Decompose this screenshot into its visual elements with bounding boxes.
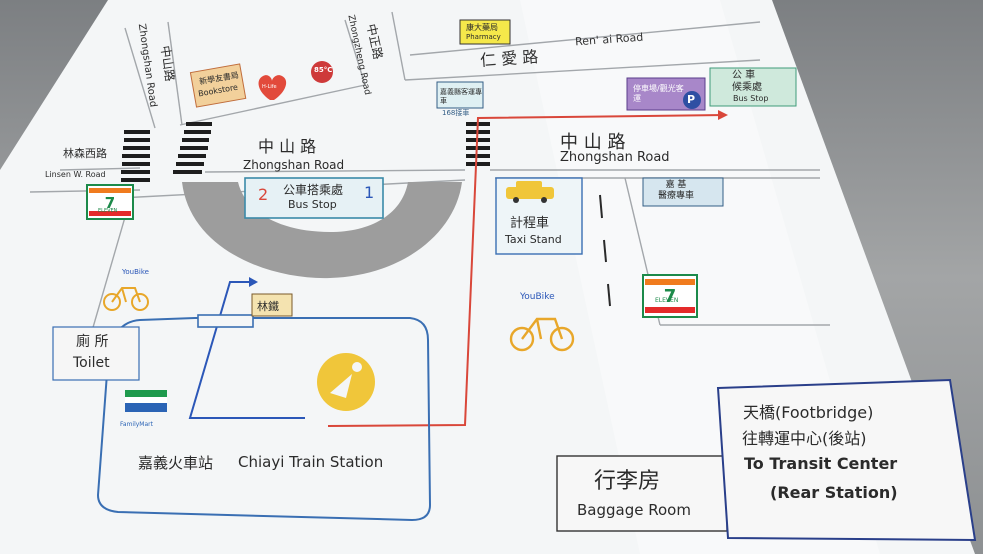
taxi-zh: 計程車 (510, 216, 550, 231)
bookstore-box (189, 63, 247, 108)
bus-stop-right-en: Bus Stop (733, 94, 769, 103)
bus-stop-right-zh: 公 車 候乘處 (732, 70, 762, 93)
linlu-box (251, 293, 293, 317)
youbike-right-icon (509, 317, 575, 352)
route-red-line (327, 114, 726, 427)
lane-dashes (599, 194, 611, 307)
toilet-en: Toilet (73, 355, 110, 371)
bus-stop-center-box (244, 177, 384, 219)
road-zhongshan-main-en-left: Zhongshan Road (243, 158, 345, 172)
route-blue-arrow (249, 277, 258, 287)
transit-box (716, 378, 977, 542)
taxi-en: Taxi Stand (505, 233, 562, 246)
jiaji-bus-box (642, 177, 724, 207)
parking-zh: 停車場/觀光客運 (633, 84, 684, 103)
station-logo-icon (317, 353, 375, 411)
route-168-label: 168接車 (442, 109, 470, 117)
toilet-box (52, 326, 140, 381)
pharmacy-box (459, 19, 511, 45)
seven-eleven-left-icon: 7 (86, 184, 134, 220)
station-zh: 嘉義火車站 (138, 454, 214, 472)
bus-stop-right-box (709, 67, 797, 107)
bus-stop-num-2: 2 (258, 185, 269, 204)
pharmacy-en: Pharmacy (466, 33, 501, 41)
svg-text:7: 7 (105, 194, 115, 212)
seven-right-label: ELEVEN (655, 297, 679, 304)
familymart-icon (125, 390, 167, 412)
seven-eleven-right-icon: 7 (642, 274, 698, 318)
bus-stop-center-zh: 公車搭乘處 (283, 183, 344, 197)
brand-hlife-label: H-Life (262, 84, 277, 90)
roundabout-ring (182, 182, 462, 279)
taxi-icon (506, 181, 554, 203)
road-renai-zh: 仁 愛 路 (479, 46, 539, 71)
jiaji-bus-zh: 嘉 基 醫療專車 (658, 180, 695, 201)
pharmacy-zh: 康大藥局 (466, 23, 498, 32)
road-linsen-en: Linsen W. Road (45, 170, 106, 179)
route-red-arrow (718, 110, 728, 120)
linlu-connector (197, 314, 254, 328)
road-zhongshan-main-zh-left: 中 山 路 (258, 137, 317, 156)
transit-line-1: 天橋(Footbridge) (743, 403, 874, 422)
bus-stop-center-en: Bus Stop (288, 198, 337, 211)
station-en: Chiayi Train Station (238, 453, 384, 471)
hlife-heart-icon (258, 75, 287, 100)
linlu-label: 林鐵 (257, 300, 279, 313)
brand-85-label: 85°C (314, 66, 333, 74)
transit-line-2: 往轉運中心(後站) (742, 429, 867, 448)
road-zhongshan-main-zh-right: 中 山 路 (560, 132, 626, 153)
familymart-label: FamilyMart (120, 421, 153, 428)
chiayi-bus-zh: 嘉義縣客運專車 (440, 88, 482, 105)
parking-symbol: P (687, 93, 696, 106)
youbike-left-icon (103, 287, 149, 311)
youbike-right-label: YouBike (520, 292, 555, 302)
seven-left-label: ELEVEN (98, 208, 118, 214)
parking-icon (683, 91, 701, 109)
transit-line-4: (Rear Station) (770, 483, 898, 502)
baggage-en: Baggage Room (577, 501, 691, 519)
road-zhongshan-main-en-right: Zhongshan Road (560, 150, 670, 165)
chiayi-bus-box (436, 81, 484, 109)
route-blue-line (188, 281, 305, 419)
baggage-zh: 行李房 (594, 469, 661, 494)
brand-85-icon (311, 61, 333, 83)
road-linsen-zh: 林森西路 (63, 147, 107, 160)
transit-line-3: To Transit Center (744, 454, 898, 473)
svg-text:7: 7 (664, 286, 677, 307)
youbike-left-label: YouBike (122, 268, 149, 276)
bus-stop-num-1: 1 (364, 183, 375, 202)
toilet-zh: 廁 所 (76, 334, 109, 350)
